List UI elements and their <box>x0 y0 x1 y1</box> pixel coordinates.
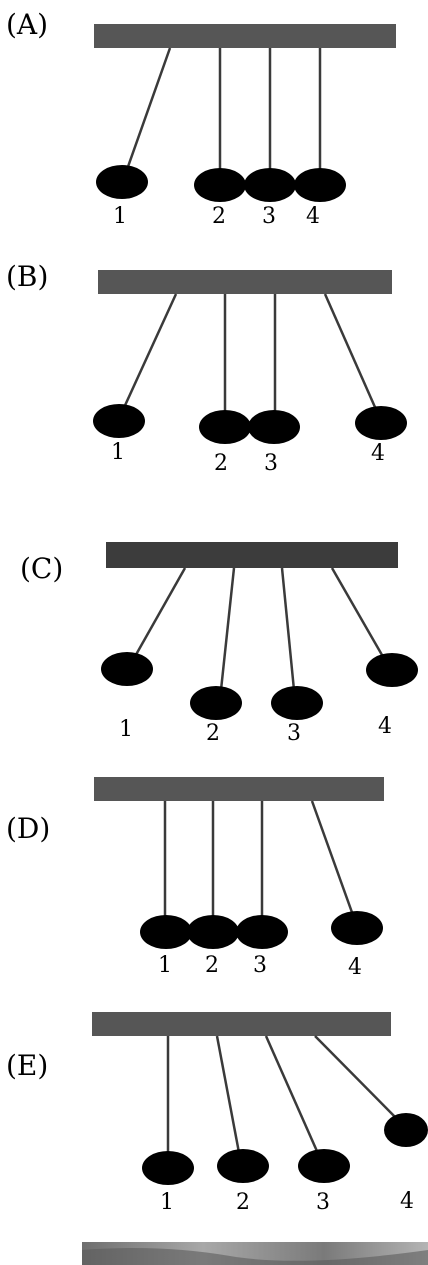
panel-b-ball-1 <box>93 404 145 438</box>
panel-e-string-4 <box>314 1035 403 1125</box>
panel-c-ball-label-2: 2 <box>206 721 220 746</box>
panel-a-ball-label-2: 2 <box>212 204 226 229</box>
panel-e-ball-label-3: 3 <box>316 1190 330 1215</box>
panel-b-ball-label-3: 3 <box>264 451 278 476</box>
panel-c-string-2 <box>219 567 236 691</box>
panel-d-string-4 <box>310 800 356 919</box>
panel-b-string-4 <box>323 293 380 415</box>
panel-c-ball-label-1: 1 <box>119 717 133 742</box>
panel-e-label: (E) <box>6 1049 48 1082</box>
panel-e-ball-1 <box>142 1151 194 1185</box>
panel-b-ball-label-2: 2 <box>214 451 228 476</box>
panel-b-string-1 <box>120 293 178 413</box>
panel-a-ball-label-4: 4 <box>306 204 320 229</box>
panel-d-label: (D) <box>6 812 50 845</box>
panel-b-ball-3 <box>248 410 300 444</box>
panel-e-support-bar <box>92 1012 391 1036</box>
panel-e-string-3 <box>264 1035 322 1159</box>
panel-e-string-2 <box>215 1035 242 1159</box>
panel-a-ball-label-3: 3 <box>262 204 276 229</box>
panel-c: (C) 1 2 3 4 <box>20 542 418 746</box>
panel-d-ball-1 <box>140 915 192 949</box>
panel-c-ball-1 <box>101 652 153 686</box>
bottom-image-strip <box>82 1242 428 1265</box>
panel-a-ball-3 <box>244 168 296 202</box>
panel-d-ball-label-3: 3 <box>253 953 267 978</box>
panel-a-ball-label-1: 1 <box>113 204 127 229</box>
panel-d-ball-label-4: 4 <box>348 955 362 980</box>
panel-d-ball-4 <box>331 911 383 945</box>
panel-d-support-bar <box>94 777 384 801</box>
panel-e-ball-label-4: 4 <box>400 1189 414 1214</box>
panel-a-label: (A) <box>6 8 48 41</box>
panel-e: (E) 1 2 3 4 <box>6 1012 428 1215</box>
panel-c-ball-label-4: 4 <box>378 714 392 739</box>
panel-b-ball-label-1: 1 <box>111 440 125 465</box>
panel-d-ball-3 <box>236 915 288 949</box>
panel-c-label: (C) <box>20 552 63 585</box>
panel-e-ball-label-1: 1 <box>160 1190 174 1215</box>
panel-b: (B) 1 2 3 4 <box>6 260 407 476</box>
panel-c-ball-label-3: 3 <box>287 721 301 746</box>
panel-a-string-1 <box>122 47 172 179</box>
panel-c-string-1 <box>131 567 187 661</box>
panel-d: (D) 1 2 3 4 <box>6 777 384 980</box>
panel-b-ball-label-4: 4 <box>371 441 385 466</box>
panel-b-support-bar <box>98 270 392 294</box>
panel-e-ball-4 <box>384 1113 428 1147</box>
panel-e-ball-2 <box>217 1149 269 1183</box>
panel-a-ball-4 <box>294 168 346 202</box>
panel-a: (A) 1 2 3 4 <box>6 8 396 229</box>
panel-b-label: (B) <box>6 260 48 293</box>
panel-c-ball-4 <box>366 653 418 687</box>
panel-d-ball-label-2: 2 <box>205 953 219 978</box>
panel-c-support-bar <box>106 542 398 568</box>
panel-e-ball-label-2: 2 <box>236 1190 250 1215</box>
panel-c-ball-3 <box>271 686 323 720</box>
panel-b-ball-2 <box>199 410 251 444</box>
panel-d-ball-label-1: 1 <box>158 953 172 978</box>
panel-c-string-3 <box>280 567 296 691</box>
panel-b-ball-4 <box>355 406 407 440</box>
panel-c-string-4 <box>330 567 388 663</box>
panel-d-ball-2 <box>187 915 239 949</box>
panel-c-ball-2 <box>190 686 242 720</box>
panel-e-ball-3 <box>298 1149 350 1183</box>
panel-a-ball-2 <box>194 168 246 202</box>
panel-a-support-bar <box>94 24 396 48</box>
bottom-image-shadow <box>82 1248 428 1265</box>
panel-a-ball-1 <box>96 165 148 199</box>
